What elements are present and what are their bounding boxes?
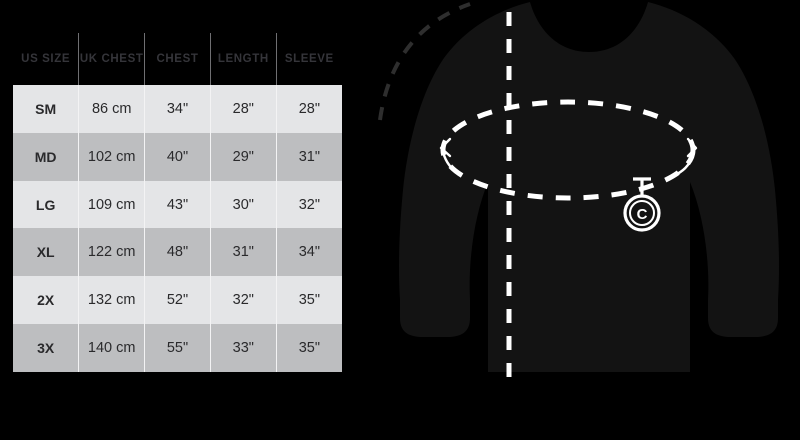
- cell-chest: 34": [144, 85, 211, 133]
- cell-length: 28": [210, 85, 277, 133]
- chest-arrow-left-icon: [439, 137, 452, 158]
- cell-chest: 52": [144, 276, 211, 325]
- column-header-length: LENGTH: [210, 33, 277, 85]
- chest-arrow-right-tail-icon: [675, 150, 696, 176]
- table-body: SM 86 cm 34" 28" 28" MD 102 cm 40" 29" 3…: [13, 85, 342, 372]
- cell-sleeve: 35": [276, 324, 342, 372]
- cell-sleeve: 28": [276, 85, 342, 133]
- table-row: 2X 132 cm 52" 32" 35": [13, 276, 342, 325]
- cell-sleeve: 35": [276, 276, 342, 325]
- cell-us-size: 3X: [13, 324, 80, 372]
- cell-us-size: MD: [13, 132, 80, 181]
- cell-length: 33": [210, 324, 277, 372]
- cell-uk-chest: 86 cm: [78, 85, 146, 133]
- cell-chest: 43": [144, 180, 211, 229]
- cell-us-size: SM: [13, 85, 80, 133]
- cell-us-size: XL: [13, 228, 80, 277]
- column-header-us-size: US SIZE: [13, 33, 80, 85]
- table-row: MD 102 cm 40" 29" 31": [13, 132, 342, 181]
- table-row: 3X 140 cm 55" 33" 35": [13, 324, 342, 372]
- cell-sleeve: 31": [276, 132, 342, 181]
- cell-sleeve: 34": [276, 228, 342, 277]
- column-header-chest: CHEST: [144, 33, 211, 85]
- cell-uk-chest: 140 cm: [78, 324, 146, 372]
- chest-marker-badge: C: [623, 177, 661, 232]
- cell-length: 30": [210, 180, 277, 229]
- cell-us-size: 2X: [13, 276, 80, 325]
- cell-length: 29": [210, 132, 277, 181]
- cell-us-size: LG: [13, 180, 80, 229]
- sleeve-guide-arc: [378, 2, 471, 121]
- cell-uk-chest: 102 cm: [78, 132, 146, 181]
- column-header-uk-chest: UK CHEST: [78, 33, 146, 85]
- table-header-row: US SIZE UK CHEST CHEST LENGTH SLEEVE: [13, 33, 342, 85]
- table-row: SM 86 cm 34" 28" 28": [13, 85, 342, 133]
- sweatshirt-silhouette: [399, 2, 779, 372]
- collar-opening: [530, 2, 648, 52]
- cell-uk-chest: 122 cm: [78, 228, 146, 277]
- cell-uk-chest: 109 cm: [78, 180, 146, 229]
- garment-diagram: C: [378, 0, 800, 440]
- cell-chest: 48": [144, 228, 211, 277]
- table-header: US SIZE UK CHEST CHEST LENGTH SLEEVE: [13, 33, 342, 85]
- size-chart-table: US SIZE UK CHEST CHEST LENGTH SLEEVE SM …: [13, 33, 342, 372]
- cell-length: 32": [210, 276, 277, 325]
- column-header-sleeve: SLEEVE: [276, 33, 342, 85]
- chest-arrow-left-tail-icon: [441, 150, 462, 176]
- cell-sleeve: 32": [276, 180, 342, 229]
- chest-arrow-right-icon: [686, 137, 698, 158]
- size-chart-table-container: US SIZE UK CHEST CHEST LENGTH SLEEVE SM …: [13, 33, 342, 372]
- cell-chest: 40": [144, 132, 211, 181]
- chest-marker-label: C: [637, 206, 648, 223]
- cell-chest: 55": [144, 324, 211, 372]
- cell-length: 31": [210, 228, 277, 277]
- chest-marker-inner-ring: [629, 200, 655, 226]
- cell-uk-chest: 132 cm: [78, 276, 146, 325]
- table-row: LG 109 cm 43" 30" 32": [13, 180, 342, 229]
- chest-marker-outer-ring: [623, 194, 661, 232]
- table-row: XL 122 cm 48" 31" 34": [13, 228, 342, 277]
